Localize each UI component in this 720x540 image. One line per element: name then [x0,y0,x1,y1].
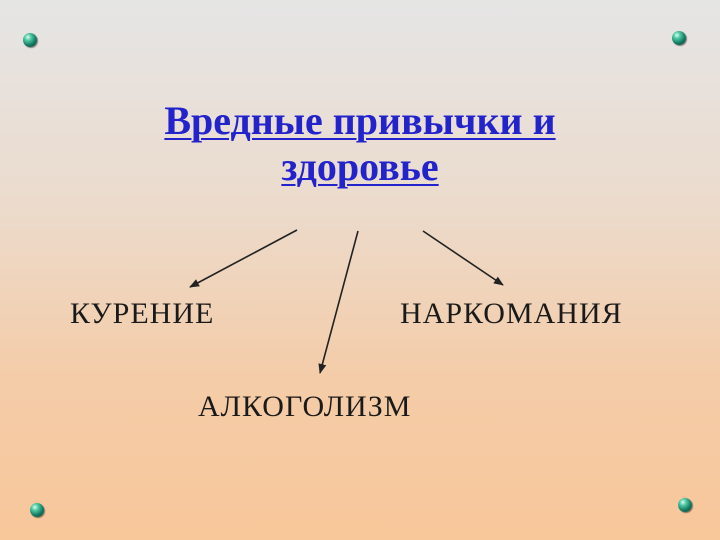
arrow-to-narkomania [422,230,504,286]
bullet-sphere-icon [678,498,692,512]
node-kurenie: КУРЕНИЕ [70,297,215,330]
bullet-sphere-icon [672,31,686,45]
arrow-to-kurenie [189,229,298,288]
title-line-2: здоровье [281,144,439,189]
bullet-sphere-icon [30,503,44,517]
slide-title: Вредные привычки и здоровье [110,98,610,190]
node-alkogolizm: АЛКОГОЛИЗМ [198,390,412,423]
node-narkomania: НАРКОМАНИЯ [400,297,623,330]
title-line-1: Вредные привычки и [164,98,556,143]
bullet-sphere-icon [23,33,37,47]
arrow-to-alkogolizm [318,230,359,374]
